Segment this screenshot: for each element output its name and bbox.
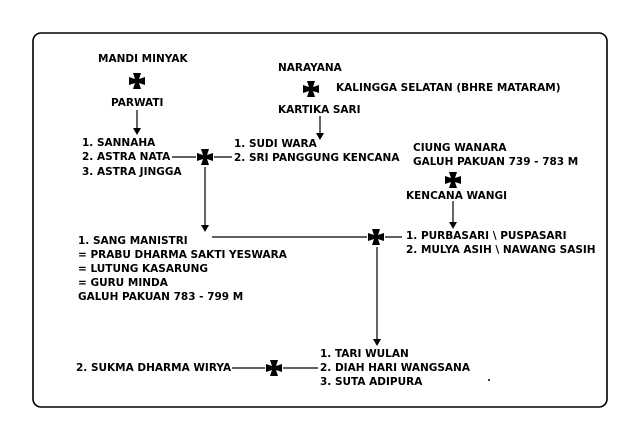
sang-manistri-reign: GALUH PAKUAN 783 - 799 M — [78, 291, 244, 303]
person-ciung-wanara: CIUNG WANARA — [413, 142, 507, 154]
connector-lines — [136, 110, 454, 369]
child-sudi-wara: 1. SUDI WARA — [234, 138, 317, 150]
ciung-wanara-reign: GALUH PAKUAN 739 - 783 M — [413, 156, 579, 168]
child-suta-adipura: 3. SUTA ADIPURA — [320, 376, 423, 388]
child-astra-nata: 2. ASTRA NATA — [82, 151, 171, 163]
sang-manistri-name: 1. SANG MANISTRI — [78, 235, 188, 247]
cross-pattee-icon — [266, 360, 282, 376]
arrowheads — [133, 128, 457, 346]
child-purbasari: 1. PURBASARI \ PUSPASARI — [406, 230, 567, 242]
person-sukma-dharma-wirya: 2. SUKMA DHARMA WIRYA — [76, 362, 232, 374]
sang-manistri-alias-2: = LUTUNG KASARUNG — [78, 263, 209, 275]
arrowhead — [133, 128, 141, 135]
diagram-frame — [32, 32, 608, 408]
person-kalingga-selatan: KALINGGA SELATAN (BHRE MATARAM) — [336, 82, 561, 94]
arrowhead — [201, 225, 209, 232]
person-parwati: PARWATI — [111, 97, 164, 109]
marriage-symbols — [129, 73, 461, 376]
child-tari-wulan: 1. TARI WULAN — [320, 348, 409, 360]
child-sannaha: 1. SANNAHA — [82, 137, 156, 149]
person-narayana: NARAYANA — [278, 62, 342, 74]
child-sri-panggung-kencana: 2. SRI PANGGUNG KENCANA — [234, 152, 400, 164]
cross-pattee-icon — [445, 172, 461, 188]
person-kencana-wangi: KENCANA WANGI — [406, 190, 508, 202]
arrowhead — [316, 133, 324, 140]
cross-pattee-icon — [368, 229, 384, 245]
child-diah-hari-wangsana: 2. DIAH HARI WANGSANA — [320, 362, 470, 374]
child-mulya-asih: 2. MULYA ASIH \ NAWANG SASIH — [406, 244, 596, 256]
child-astra-jingga: 3. ASTRA JINGGA — [82, 166, 182, 178]
person-mandi-minyak: MANDI MINYAK — [98, 53, 188, 65]
stray-dot — [488, 379, 490, 381]
arrowhead — [373, 339, 381, 346]
sang-manistri-alias-3: = GURU MINDA — [78, 277, 168, 289]
arrowhead — [449, 222, 457, 229]
cross-pattee-icon — [303, 81, 319, 97]
cross-pattee-icon — [197, 149, 213, 165]
sang-manistri-alias-1: = PRABU DHARMA SAKTI YESWARA — [78, 249, 287, 261]
cross-pattee-icon — [129, 73, 145, 89]
person-kartika-sari: KARTIKA SARI — [278, 104, 361, 116]
